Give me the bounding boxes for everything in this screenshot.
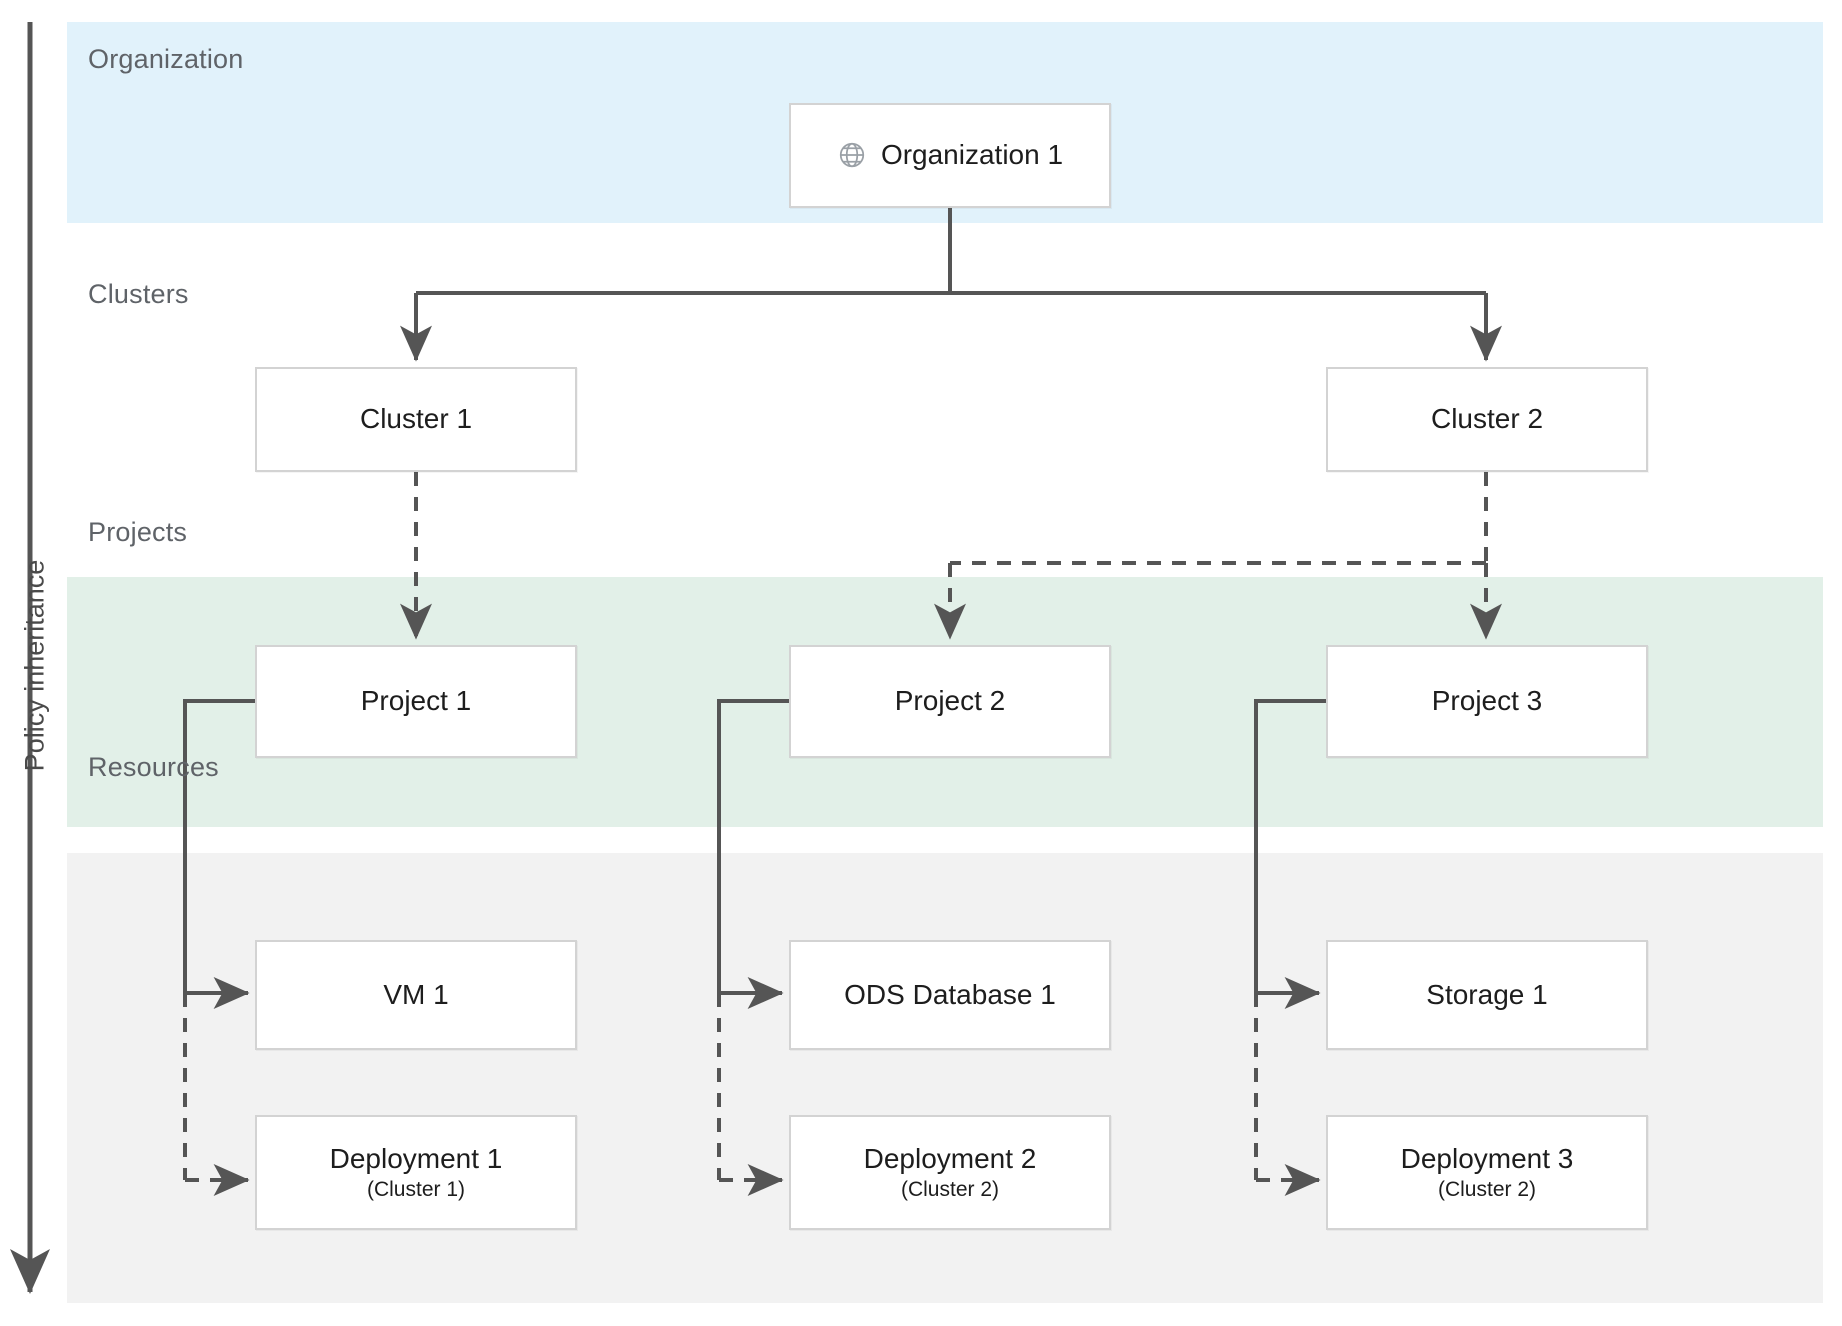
band-label-clusters: Clusters <box>88 279 189 309</box>
node-deployment-1[interactable]: Deployment 1 (Cluster 1) <box>255 1115 577 1230</box>
node-label: Project 3 <box>1431 685 1543 717</box>
node-label: Organization 1 <box>880 139 1064 171</box>
node-label: Project 1 <box>360 685 472 717</box>
node-sublabel: (Cluster 1) <box>366 1178 466 1202</box>
node-vm-1[interactable]: VM 1 <box>255 940 577 1050</box>
node-deployment-3[interactable]: Deployment 3 (Cluster 2) <box>1326 1115 1648 1230</box>
edge-organization-to-clusters <box>400 208 1502 362</box>
node-cluster-2[interactable]: Cluster 2 <box>1326 367 1648 472</box>
band-label-resources: Resources <box>88 752 219 782</box>
node-label: Cluster 2 <box>1430 403 1544 435</box>
node-label: Deployment 1 <box>329 1142 503 1174</box>
edge-project1-to-resources <box>183 699 255 1196</box>
node-label: Project 2 <box>894 685 1006 717</box>
node-organization-1[interactable]: Organization 1 <box>789 103 1111 208</box>
node-project-3[interactable]: Project 3 <box>1326 645 1648 758</box>
node-label: Deployment 3 <box>1400 1142 1574 1174</box>
node-deployment-2[interactable]: Deployment 2 (Cluster 2) <box>789 1115 1111 1230</box>
band-label-projects: Projects <box>88 517 188 547</box>
node-label: Deployment 2 <box>863 1142 1037 1174</box>
node-ods-database-1[interactable]: ODS Database 1 <box>789 940 1111 1050</box>
node-project-2[interactable]: Project 2 <box>789 645 1111 758</box>
edge-cluster2-to-projects <box>934 472 1502 640</box>
node-label: Cluster 1 <box>359 403 473 435</box>
band-label-organization: Organization <box>88 44 244 74</box>
node-sublabel: (Cluster 2) <box>900 1178 1000 1202</box>
node-label: ODS Database 1 <box>844 978 1056 1010</box>
node-label: VM 1 <box>383 978 449 1010</box>
policy-inheritance-label: Policy inheritance <box>19 559 50 772</box>
edge-project3-to-resources <box>1254 699 1326 1196</box>
edge-project2-to-resources <box>717 699 789 1196</box>
node-cluster-1[interactable]: Cluster 1 <box>255 367 577 472</box>
node-storage-1[interactable]: Storage 1 <box>1326 940 1648 1050</box>
node-sublabel: (Cluster 2) <box>1437 1178 1537 1202</box>
node-project-1[interactable]: Project 1 <box>255 645 577 758</box>
globe-icon <box>839 143 865 168</box>
node-label: Storage 1 <box>1426 978 1548 1010</box>
